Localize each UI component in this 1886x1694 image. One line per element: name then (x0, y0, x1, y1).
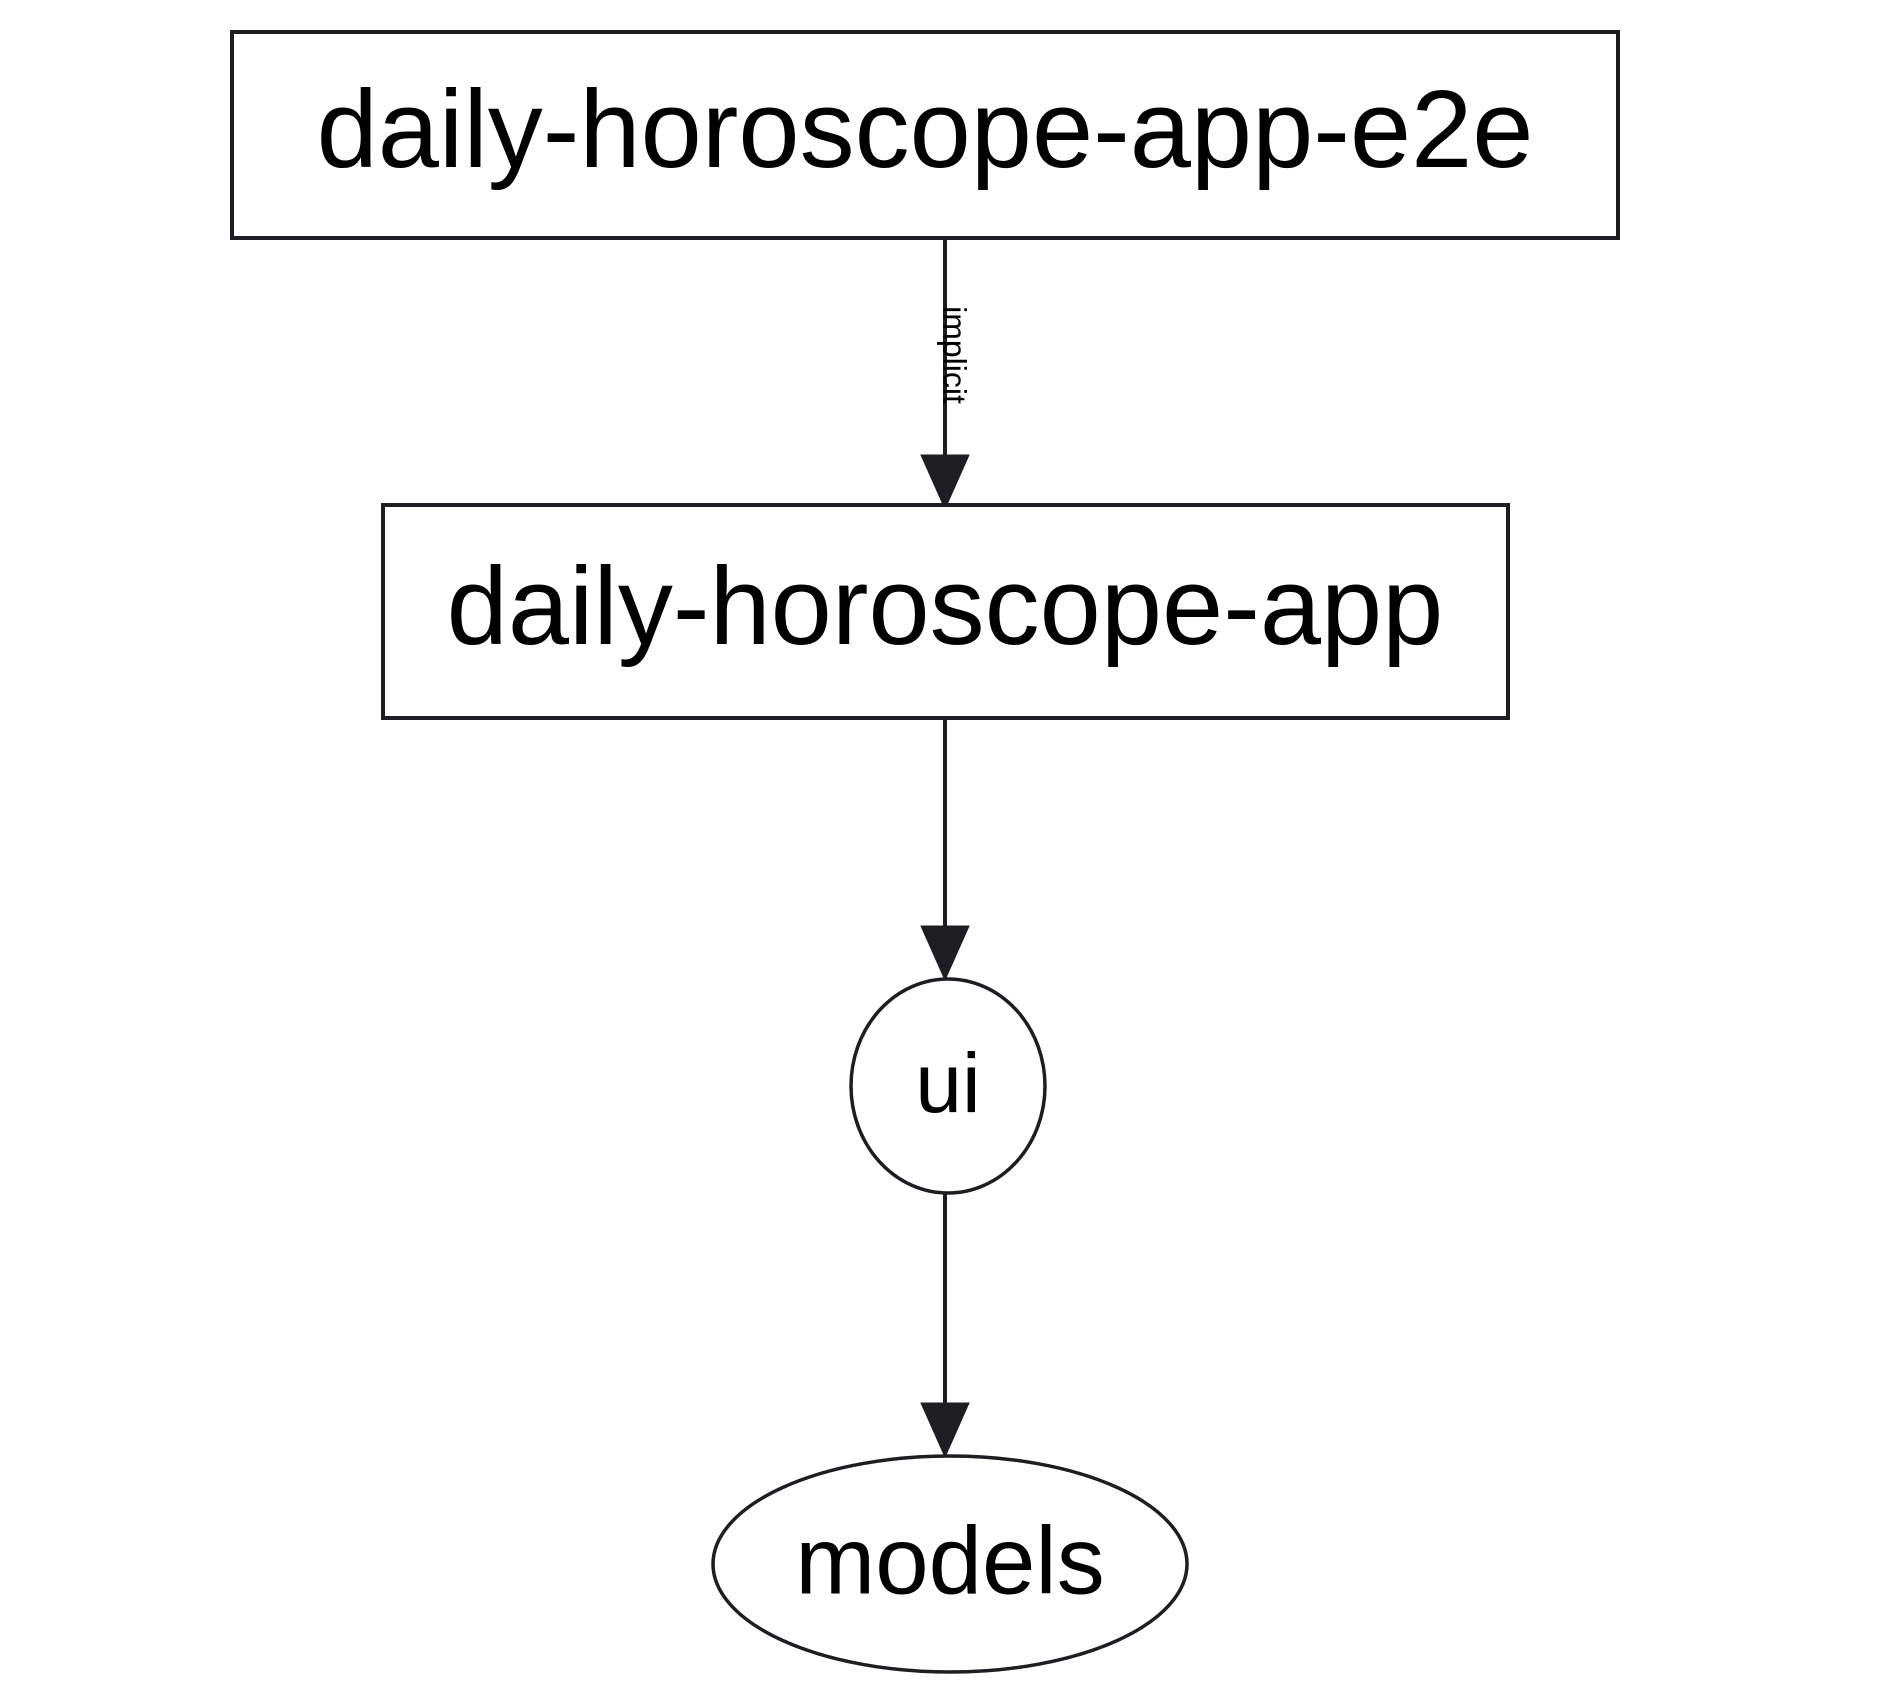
node-daily-horoscope-app[interactable]: daily-horoscope-app (381, 503, 1510, 720)
edge-ui-to-models[interactable] (920, 1193, 970, 1459)
node-label-models: models (795, 1507, 1104, 1614)
node-rect-daily-horoscope-app[interactable] (381, 503, 1510, 720)
node-label-daily-horoscope-app-e2e: daily-horoscope-app-e2e (317, 68, 1534, 191)
edge-label-implicit: implicit (937, 306, 973, 404)
edge-arrowhead-e2e-to-app (920, 454, 970, 511)
node-ui[interactable]: ui (849, 977, 1047, 1195)
node-label-daily-horoscope-app: daily-horoscope-app (447, 545, 1444, 668)
edge-app-to-ui[interactable] (920, 719, 970, 982)
edge-arrowhead-ui-to-models (920, 1402, 970, 1459)
node-ellipse-models[interactable] (711, 1454, 1189, 1674)
node-daily-horoscope-app-e2e[interactable]: daily-horoscope-app-e2e (230, 30, 1620, 240)
node-rect-daily-horoscope-app-e2e[interactable] (230, 30, 1620, 240)
node-label-ui: ui (915, 1036, 980, 1130)
node-models[interactable]: models (711, 1454, 1189, 1674)
edge-arrowhead-app-to-ui (920, 925, 970, 982)
node-ellipse-ui[interactable] (849, 977, 1047, 1195)
